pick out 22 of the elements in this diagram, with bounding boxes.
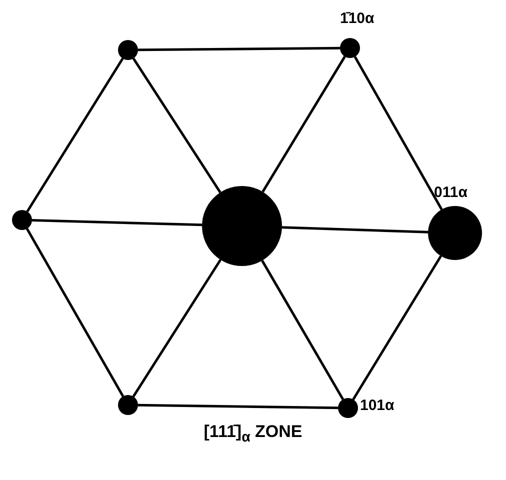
diffraction-spot <box>12 210 32 230</box>
diffraction-spot <box>428 206 482 260</box>
spot-index-label: 101α <box>360 397 394 414</box>
line <box>262 56 346 192</box>
zone-caption: [111̄]$_{α}$ ZONE <box>202 422 304 446</box>
line <box>132 58 222 194</box>
diffraction-spot <box>118 395 138 415</box>
diffraction-spot <box>340 38 360 58</box>
line <box>138 46 340 52</box>
line <box>132 259 222 398</box>
line <box>138 404 338 410</box>
line <box>352 255 442 400</box>
line <box>261 260 344 400</box>
diffraction-spot <box>118 40 138 60</box>
line <box>354 56 443 210</box>
line <box>26 228 124 397</box>
line <box>282 226 428 234</box>
line <box>26 58 124 212</box>
line <box>32 219 202 226</box>
diffraction-spot <box>338 398 358 418</box>
spot-index-label: 011α <box>434 184 468 201</box>
spot-index-label: 1̄10α <box>340 10 374 27</box>
